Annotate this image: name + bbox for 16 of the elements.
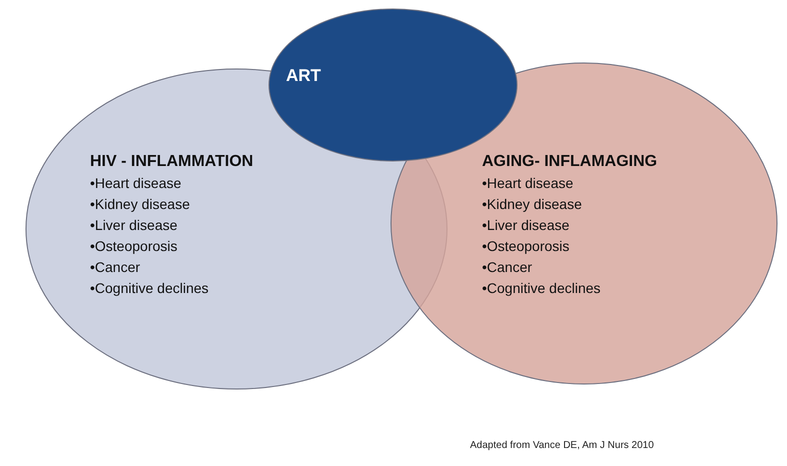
list-item: •Osteoporosis (90, 237, 178, 256)
list-item: •Kidney disease (90, 195, 191, 214)
list-item: •Cancer (482, 258, 534, 277)
circle-heading: AGING- INFLAMAGING (482, 153, 658, 171)
list-item: •Heart disease (482, 174, 574, 193)
list-item: •Heart disease (90, 174, 182, 193)
list-item: •Cognitive declines (90, 279, 210, 298)
list-item: •Kidney disease (482, 195, 583, 214)
list-item: •Cancer (90, 258, 142, 277)
list-item: •Liver disease (482, 216, 570, 235)
circle-label: ART (286, 66, 321, 86)
source-caption: Adapted from Vance DE, Am J Nurs 2010 (470, 440, 654, 451)
list-item: •Cognitive declines (482, 279, 602, 298)
list-item: •Liver disease (90, 216, 178, 235)
circle-heading: HIV - INFLAMMATION (90, 153, 254, 171)
list-item: •Osteoporosis (482, 237, 570, 256)
